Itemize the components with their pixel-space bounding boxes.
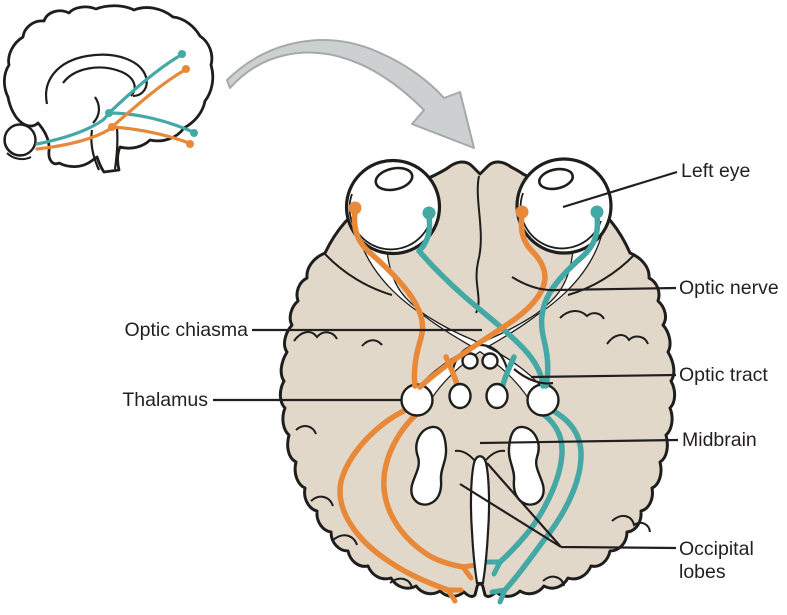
- optic-tract-label: Optic tract: [679, 364, 768, 386]
- orange-retina-dot-right-eye: [348, 201, 362, 215]
- right-eyeball: [344, 158, 442, 256]
- inset-brainstem: [90, 96, 119, 171]
- leader-lines: [213, 170, 679, 550]
- optic-radiations: [337, 354, 584, 605]
- inset-teal-relay-dot: [105, 109, 113, 117]
- inset-teal-path-radiation: [107, 53, 183, 115]
- occipital-lobes-leader: [459, 462, 677, 550]
- inset-teal-end-dot: [178, 50, 186, 58]
- left-eye-leader: [562, 170, 678, 209]
- teal-retina-dot-left-eye: [590, 205, 604, 219]
- inset-eyelid-line: [6, 152, 32, 161]
- teal-fork-inner: [484, 559, 503, 577]
- inset-teal-lower-dot: [190, 129, 198, 137]
- orange-retina-dot-left-eye: [515, 205, 529, 219]
- optic-nerve-chiasma-tract-band: [356, 226, 604, 408]
- inset-orange-end-dot: [182, 65, 190, 73]
- inset-brain-outline: [2, 4, 215, 174]
- sagittal-brain-inset-icon: [2, 4, 215, 174]
- ventricle-right: [507, 425, 545, 506]
- inset-orange-relay-dot: [108, 123, 116, 131]
- right-eye-lens: [374, 166, 414, 192]
- optic-nerve-label: Optic nerve: [679, 277, 779, 299]
- inset-corpus-callosum: [45, 53, 148, 105]
- optic-chiasma-label: Optic chiasma: [124, 319, 248, 341]
- inset-orange-lower-dot: [186, 140, 194, 148]
- thalamus-lgn-right: [526, 383, 560, 417]
- inset-orange-path-lower: [110, 125, 191, 145]
- colliculus-right: [485, 382, 509, 410]
- teal-fibre-left-eye: [538, 214, 601, 389]
- orange-fibre-left-eye-crossing: [417, 213, 548, 390]
- inset-teal-path-lower: [107, 111, 195, 134]
- thalamus-label: Thalamus: [122, 389, 208, 411]
- longitudinal-fissure: [454, 449, 506, 585]
- inset-eye-inner-arc: [4, 128, 33, 156]
- teal-retina-dot-right-eye: [422, 206, 436, 220]
- thalamus-lgn-left: [400, 383, 434, 417]
- left-eye-label: Left eye: [681, 160, 751, 182]
- optic-nerve-leader: [511, 276, 677, 292]
- gyri-sulci-lines: [293, 175, 651, 589]
- ventricle-left: [410, 425, 448, 506]
- orange-fibre-right-eye: [351, 209, 426, 389]
- optic-nerve-fibres: [348, 201, 604, 390]
- mammillary-body-right: [481, 352, 499, 370]
- optic-tract-leader: [513, 368, 677, 385]
- midbrain-nuclei: [400, 352, 560, 417]
- left-eye-lens: [537, 167, 575, 191]
- colliculus-left: [448, 382, 472, 410]
- teal-fork-outer: [489, 587, 508, 605]
- curved-zoom-arrow-icon: [226, 39, 475, 149]
- teal-fibre-right-eye-crossing: [416, 214, 546, 389]
- occipital-lobes-label: Occipital lobes: [679, 538, 754, 583]
- midbrain-label: Midbrain: [682, 429, 757, 451]
- inset-orange-path-radiation: [110, 68, 187, 129]
- mammillary-body-left: [461, 352, 479, 370]
- right-eye: [344, 158, 442, 256]
- midbrain-leader: [479, 438, 679, 445]
- inset-orange-path-eye: [35, 127, 112, 151]
- orange-fork-outer: [445, 587, 464, 604]
